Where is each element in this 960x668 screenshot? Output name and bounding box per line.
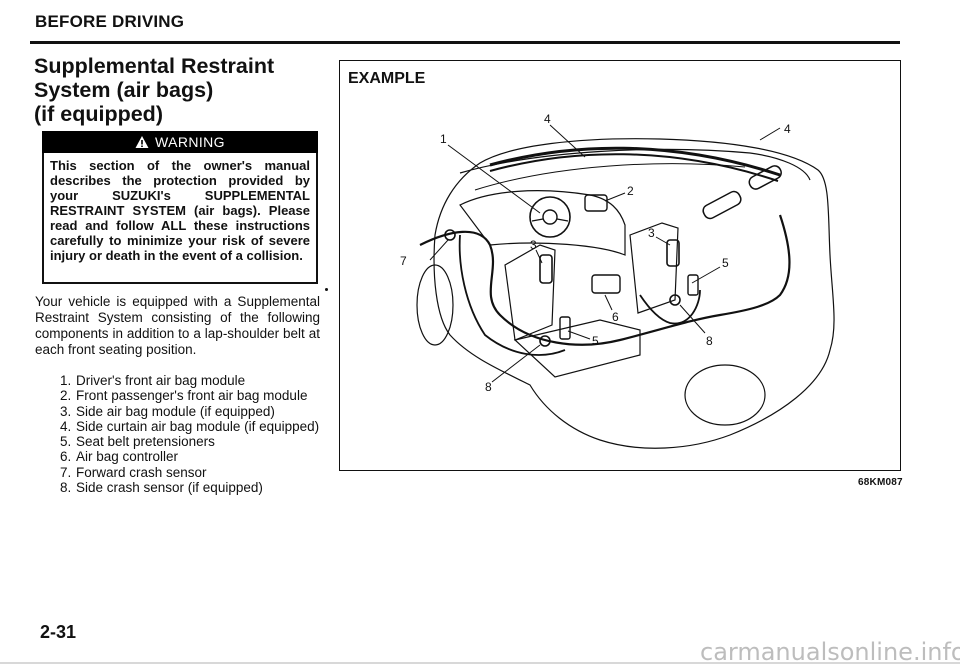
list-text: Side curtain air bag module (if equipped… <box>76 418 320 434</box>
footer-rule <box>0 662 960 664</box>
warning-box: WARNING This section of the owner's manu… <box>42 131 318 284</box>
list-number: 8. <box>60 480 72 496</box>
list-item: 7.Forward crash sensor <box>60 465 322 480</box>
list-text: Side air bag module (if equipped) <box>76 403 275 419</box>
warning-banner: WARNING <box>42 131 318 153</box>
list-number: 6. <box>60 449 72 465</box>
callout-4b: 4 <box>784 122 791 136</box>
pretensioner-right <box>687 274 699 296</box>
roof-line <box>459 148 811 181</box>
warning-text: This section of the owner's manual descr… <box>50 158 310 263</box>
wheel-rear <box>684 364 766 426</box>
list-number: 2. <box>60 388 72 404</box>
page-number: 2-31 <box>40 622 77 642</box>
airbag-controller <box>591 274 621 294</box>
figure-frame <box>339 60 901 471</box>
dashboard <box>459 190 626 256</box>
list-number: 1. <box>60 373 72 388</box>
list-item: 2.Front passenger's front air bag module <box>60 388 322 403</box>
curtain-airbag-rail-2 <box>489 153 779 182</box>
section-header: BEFORE DRIVING <box>35 12 185 31</box>
figure-title: EXAMPLE <box>348 70 426 87</box>
list-number: 7. <box>60 464 72 480</box>
side-airbag-right <box>666 239 680 267</box>
warning-label: WARNING <box>155 134 225 150</box>
stray-dot <box>325 288 328 291</box>
intro-paragraph: Your vehicle is equipped with a Suppleme… <box>35 294 320 357</box>
seat-front-left <box>504 244 556 341</box>
forward-sensor <box>444 229 456 241</box>
list-item: 8.Side crash sensor (if equipped) <box>60 480 322 495</box>
list-item: 4.Side curtain air bag module (if equipp… <box>60 419 322 434</box>
list-text: Forward crash sensor <box>76 464 207 480</box>
callout-5b: 5 <box>722 256 729 270</box>
warning-triangle-icon <box>135 136 149 148</box>
callout-3b: 3 <box>648 226 655 240</box>
seat-front-right <box>629 222 679 314</box>
car-body-outline <box>433 138 835 449</box>
wiring-branch-2 <box>639 289 701 325</box>
wiring-harness <box>419 214 791 346</box>
title-line-1: Supplemental Restraint <box>34 54 275 78</box>
list-text: Driver's front air bag module <box>76 373 246 388</box>
component-list: 1. Driver's front air bag module 2.Front … <box>60 373 322 495</box>
callout-8b: 8 <box>706 334 713 348</box>
figure-code: 68KM087 <box>858 477 903 488</box>
side-airbag-left <box>539 254 553 284</box>
callout-leaders <box>429 124 781 383</box>
wheel-front <box>416 264 454 346</box>
list-item: 3.Side air bag module (if equipped) <box>60 404 322 419</box>
list-item: 1. Driver's front air bag module <box>60 373 322 388</box>
callout-4a: 4 <box>544 112 551 126</box>
title-line-3: (if equipped) <box>34 102 163 126</box>
list-text: Side crash sensor (if equipped) <box>76 480 263 496</box>
side-sensor-right <box>669 294 681 306</box>
page-title: Supplemental Restraint System (air bags)… <box>34 54 334 126</box>
wiring-branch <box>458 234 566 356</box>
list-number: 5. <box>60 434 72 450</box>
title-line-2: System (air bags) <box>34 78 214 102</box>
callout-6: 6 <box>612 310 619 324</box>
inflator-icon <box>702 165 782 220</box>
steering-wheel-icon <box>529 196 571 238</box>
seat-cushion <box>513 319 641 378</box>
pretensioner-left <box>559 316 571 340</box>
list-text: Seat belt pretensioners <box>76 434 215 450</box>
list-text: Air bag controller <box>76 449 179 465</box>
side-sensor-left <box>539 335 551 347</box>
callout-5a: 5 <box>592 334 599 348</box>
callout-3a: 3 <box>530 238 537 252</box>
list-text: Front passenger's front air bag module <box>76 388 308 404</box>
curtain-airbag-rail <box>489 146 781 177</box>
callout-8a: 8 <box>485 380 492 394</box>
header-rule <box>30 41 900 44</box>
watermark: carmanualsonline.info <box>700 638 960 666</box>
list-number: 3. <box>60 403 72 419</box>
callout-2: 2 <box>627 184 634 198</box>
airbag-system-diagram: 1 4 4 2 3 3 5 5 6 7 8 8 <box>400 112 835 449</box>
roof-line-inner <box>474 163 746 191</box>
passenger-airbag-module <box>584 194 608 212</box>
callout-1: 1 <box>440 132 447 146</box>
callout-7: 7 <box>400 254 407 268</box>
list-number: 4. <box>60 418 72 434</box>
list-item: 5.Seat belt pretensioners <box>60 434 322 449</box>
list-item: 6.Air bag controller <box>60 449 322 464</box>
